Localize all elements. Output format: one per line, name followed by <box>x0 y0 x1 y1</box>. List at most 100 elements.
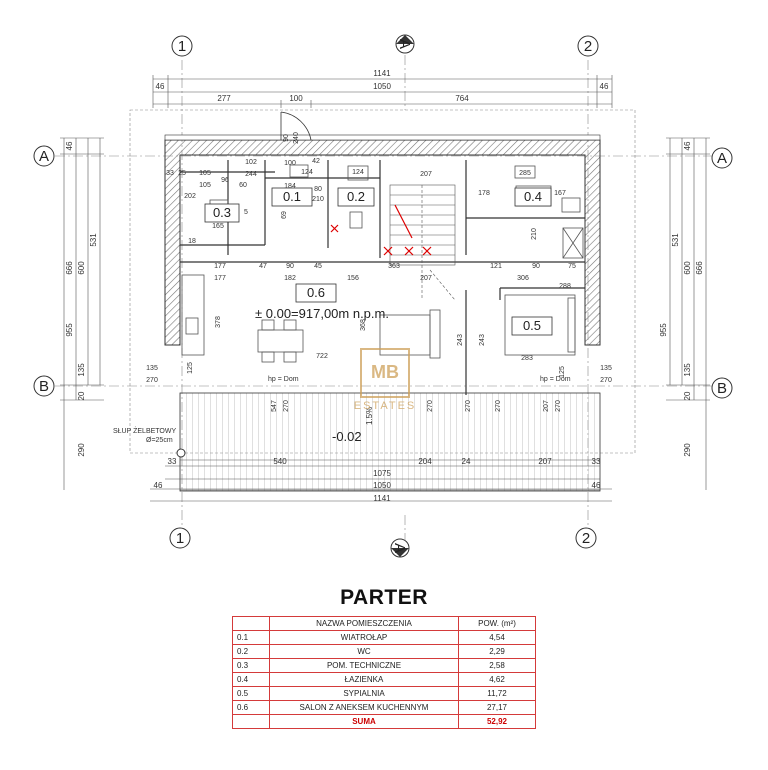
svg-text:33: 33 <box>592 457 601 466</box>
svg-text:270: 270 <box>283 400 290 412</box>
svg-text:363: 363 <box>388 263 400 270</box>
svg-text:270: 270 <box>465 400 472 412</box>
svg-text:46: 46 <box>156 82 165 91</box>
table-header-area: POW. (m²) <box>458 616 536 631</box>
svg-text:277: 277 <box>217 94 231 103</box>
svg-text:B: B <box>717 380 727 397</box>
table-row: 0.3 POM. TECHNICZNE 2,58 <box>232 658 536 673</box>
svg-text:207: 207 <box>420 171 432 178</box>
svg-text:1: 1 <box>178 38 186 55</box>
table-header-no <box>232 616 270 631</box>
svg-text:46: 46 <box>154 481 163 490</box>
svg-text:240: 240 <box>293 132 300 144</box>
table-row: 0.2 WC 2,29 <box>232 644 536 659</box>
svg-text:1050: 1050 <box>373 82 391 91</box>
svg-text:178: 178 <box>478 190 490 197</box>
svg-text:184: 184 <box>284 183 296 190</box>
svg-text:955: 955 <box>659 323 668 337</box>
svg-text:46: 46 <box>65 141 74 150</box>
terrace <box>176 392 601 492</box>
svg-text:69: 69 <box>281 211 288 219</box>
slope-text: 1.5% <box>365 407 374 425</box>
axis-marker-b-left: B <box>33 375 55 397</box>
svg-text:306: 306 <box>517 275 529 282</box>
dimensions-top <box>152 75 613 108</box>
svg-text:1141: 1141 <box>373 69 391 78</box>
svg-text:165: 165 <box>212 223 224 230</box>
svg-text:207: 207 <box>538 457 552 466</box>
svg-text:B: B <box>39 378 49 395</box>
bathroom-fixtures <box>209 164 584 259</box>
room-label-0-2: 0.2 <box>337 187 375 207</box>
axis-marker-a-right: A <box>711 147 733 169</box>
kitchen-furniture <box>181 274 441 363</box>
svg-text:60: 60 <box>239 182 247 189</box>
dimensions-right <box>666 137 710 490</box>
svg-text:100: 100 <box>289 94 303 103</box>
svg-text:270: 270 <box>427 400 434 412</box>
door-tag-right: hp = Dom <box>540 376 571 383</box>
terrace-level-text: -0.02 <box>332 429 362 444</box>
room-label-0-1: 0.1 <box>271 187 313 207</box>
svg-text:33: 33 <box>168 457 177 466</box>
svg-text:46: 46 <box>600 82 609 91</box>
svg-text:540: 540 <box>273 457 287 466</box>
svg-text:5: 5 <box>244 209 248 216</box>
section-marker-bottom: A <box>390 538 410 558</box>
svg-text:270: 270 <box>146 377 158 384</box>
svg-text:124: 124 <box>301 169 313 176</box>
svg-text:207: 207 <box>543 400 550 412</box>
page-title: PARTER <box>340 586 428 609</box>
svg-text:1141: 1141 <box>373 494 391 503</box>
svg-text:A: A <box>396 39 413 49</box>
table-sum-row: SUMA 52,92 <box>232 714 536 729</box>
table-row: 0.4 ŁAZIENKA 4,62 <box>232 672 536 687</box>
svg-text:177: 177 <box>214 275 226 282</box>
svg-text:290: 290 <box>77 443 86 457</box>
svg-text:167: 167 <box>554 190 566 197</box>
svg-text:47: 47 <box>259 263 267 270</box>
svg-text:105: 105 <box>199 182 211 189</box>
axis-marker-1-bottom: 1 <box>169 527 191 549</box>
svg-text:96: 96 <box>221 177 229 184</box>
svg-text:722: 722 <box>316 353 328 360</box>
svg-text:18: 18 <box>188 238 196 245</box>
svg-text:210: 210 <box>531 228 538 240</box>
svg-text:46: 46 <box>683 141 692 150</box>
interior-walls <box>180 160 585 395</box>
entrance-door <box>280 111 312 141</box>
svg-text:177: 177 <box>214 263 226 270</box>
svg-text:204: 204 <box>418 457 432 466</box>
svg-text:2: 2 <box>582 530 590 547</box>
red-markers <box>330 204 432 256</box>
room-label-0-5: 0.5 <box>511 316 553 336</box>
svg-text:0.1: 0.1 <box>283 189 301 204</box>
svg-text:0.2: 0.2 <box>347 189 365 204</box>
staircase <box>389 184 456 301</box>
svg-text:600: 600 <box>77 261 86 275</box>
watermark-mark: MB <box>360 348 410 398</box>
svg-text:531: 531 <box>671 233 680 247</box>
room-label-0-6: 0.6 <box>295 283 337 303</box>
svg-text:46: 46 <box>592 481 601 490</box>
table-header-row: NAZWA POMIESZCZENIA POW. (m²) <box>232 616 536 631</box>
svg-text:764: 764 <box>455 94 469 103</box>
svg-text:25: 25 <box>178 170 186 177</box>
svg-text:24: 24 <box>462 457 471 466</box>
svg-text:285: 285 <box>519 170 531 177</box>
svg-text:135: 135 <box>146 365 158 372</box>
svg-text:125: 125 <box>187 362 194 374</box>
svg-text:1075: 1075 <box>373 469 391 478</box>
table-header-name: NAZWA POMIESZCZENIA <box>269 616 459 631</box>
svg-text:666: 666 <box>65 261 74 275</box>
axis-marker-2-bottom: 2 <box>575 527 597 549</box>
svg-text:270: 270 <box>600 377 612 384</box>
svg-text:75: 75 <box>568 263 576 270</box>
svg-text:378: 378 <box>215 316 222 328</box>
door-tag-left: hp = Dom <box>268 376 299 383</box>
svg-text:33: 33 <box>166 170 174 177</box>
room-label-0-4: 0.4 <box>514 187 552 207</box>
svg-text:243: 243 <box>457 334 464 346</box>
svg-text:125: 125 <box>559 366 566 378</box>
